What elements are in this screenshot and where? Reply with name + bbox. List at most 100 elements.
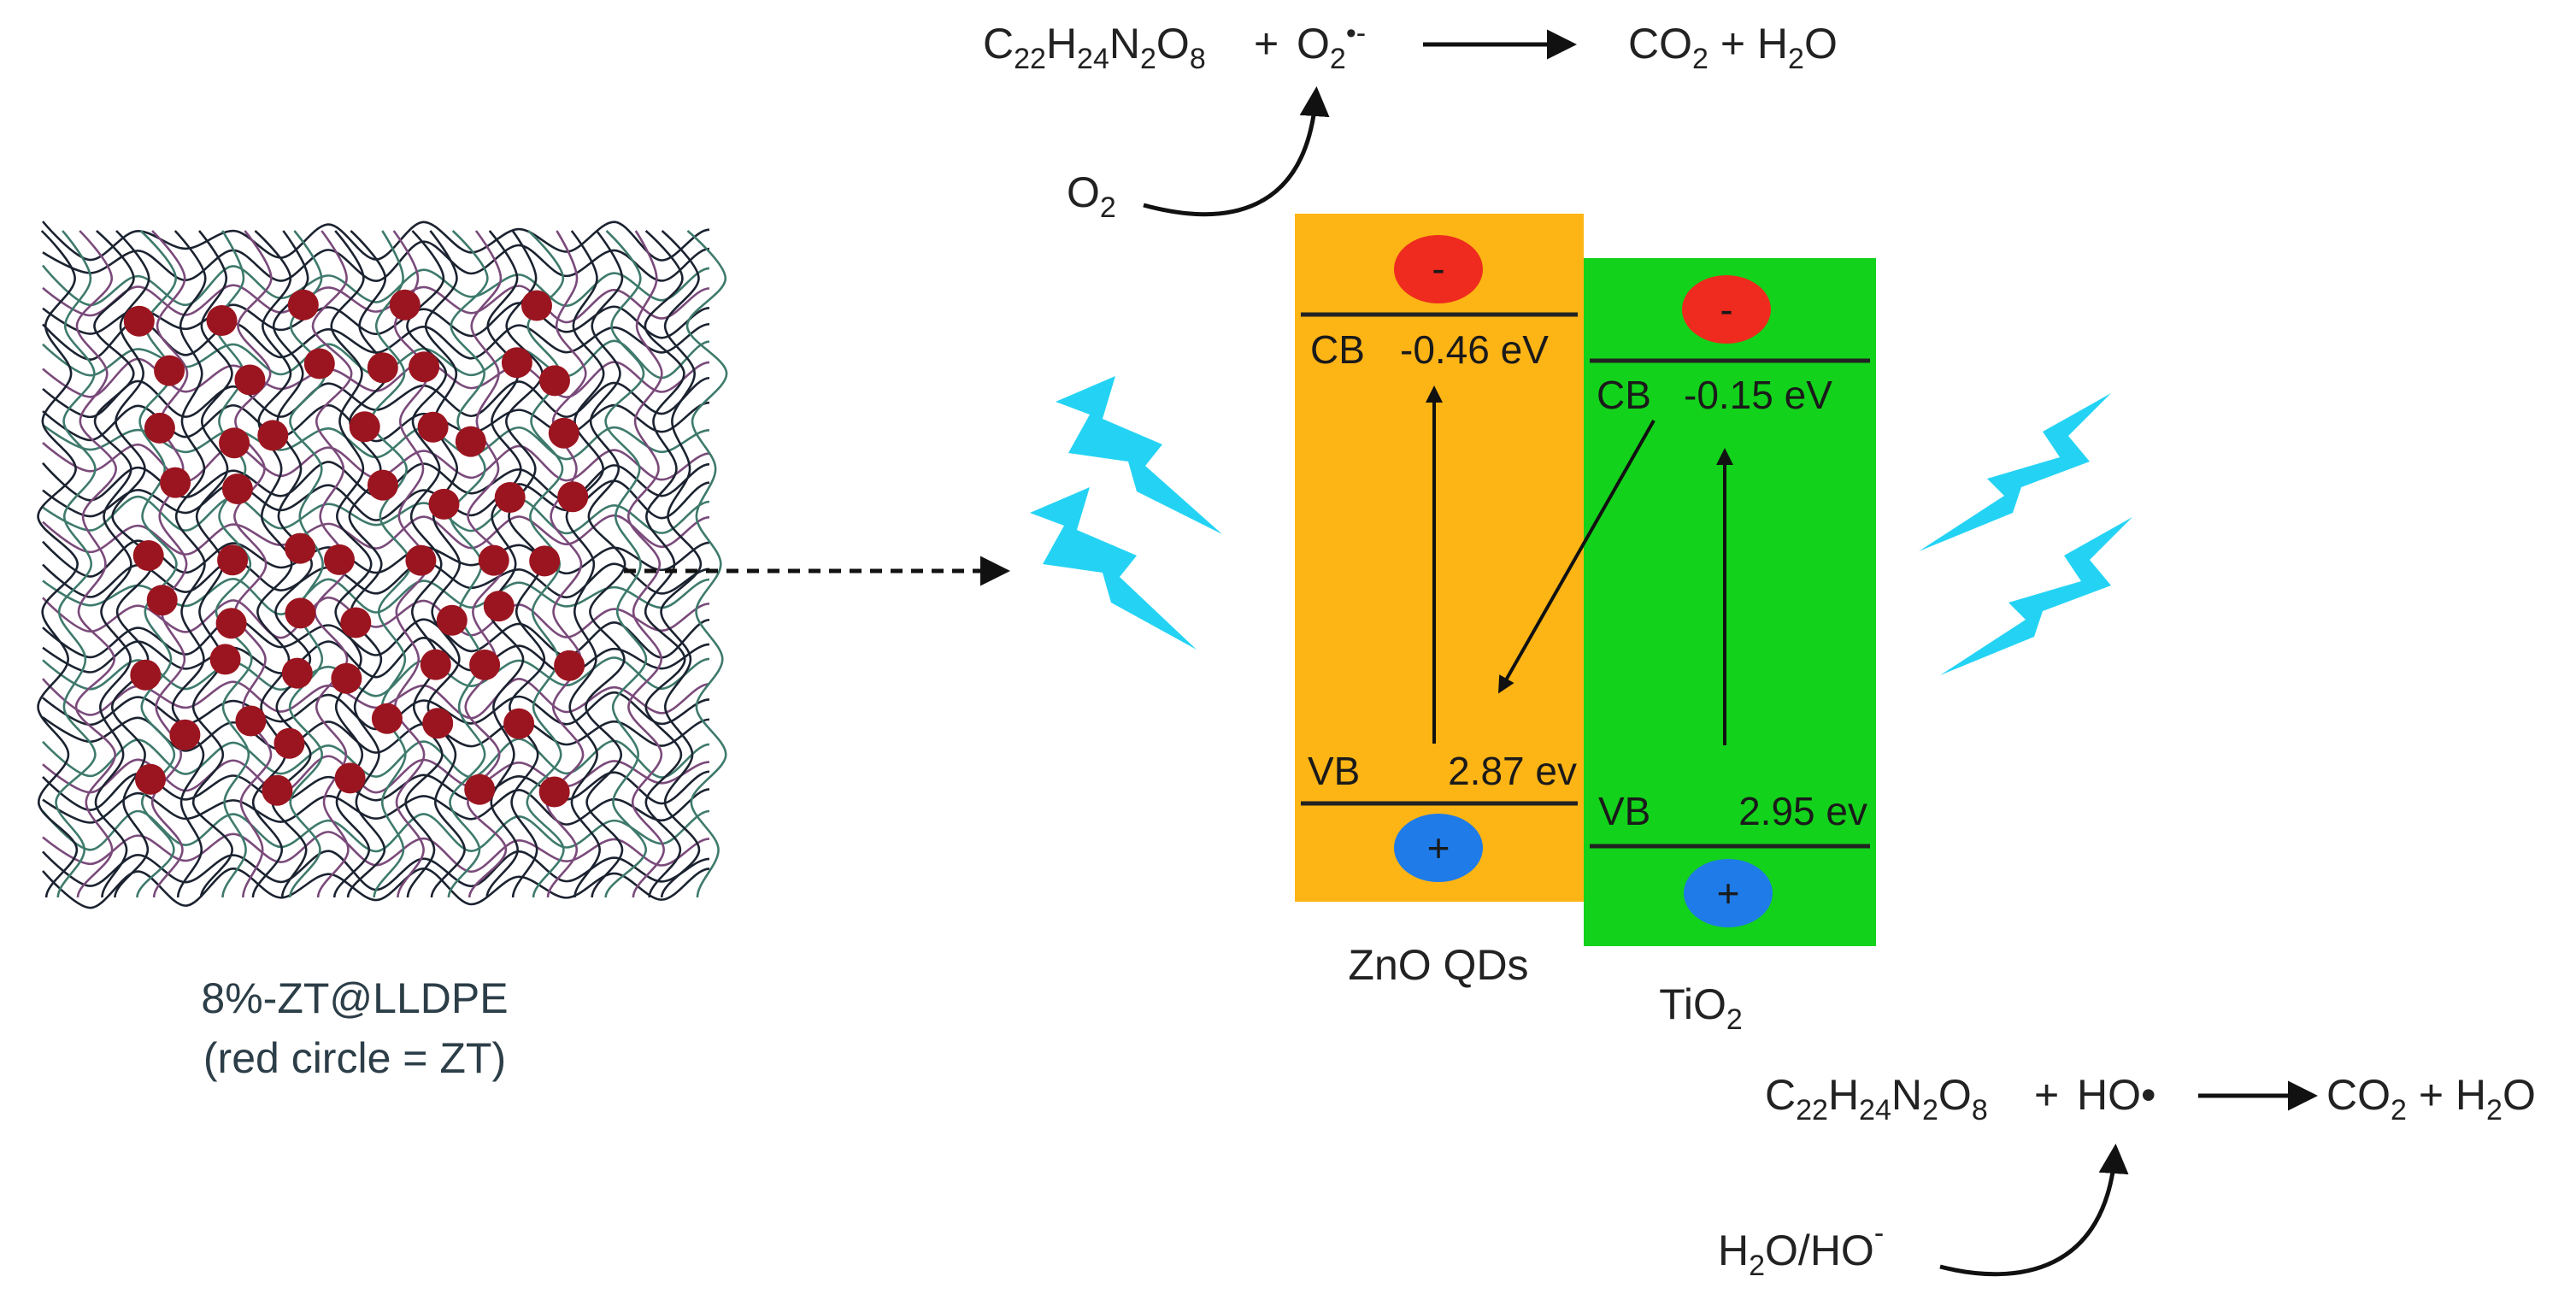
zno-band-block: - + CB -0.46 eV VB 2.87 ev [1295,214,1584,902]
bottom-products: CO2 + H2O [2326,1071,2536,1126]
polymer-strand [74,230,118,898]
polymer-strand [626,230,666,898]
water-curved-arrow [1939,1144,2129,1277]
zt-particle [281,657,313,689]
tio2-electron-sign: - [1720,287,1732,332]
polymer-strand [55,230,97,898]
zno-vb-value: 2.87 ev [1448,749,1577,793]
zt-particle [123,305,155,337]
zt-particle [215,608,247,639]
polymer-strand [42,616,710,659]
zt-particle [371,703,403,734]
zt-particle [436,604,468,636]
polymer-strand [42,678,710,720]
zt-particle [501,347,532,379]
zno-label: ZnO QDs [1348,941,1528,989]
zt-particle [334,762,366,794]
zt-particle [285,597,316,629]
zt-particle [135,763,166,795]
zt-particle [287,289,319,321]
polymer-strand [330,230,373,898]
polymer-strand [346,230,389,898]
zt-particle [420,649,451,680]
zt-particle [340,607,372,638]
zt-particle [503,708,535,739]
zno-hole-sign: + [1427,826,1450,870]
charge-transfer-arrow [1498,420,1656,694]
zt-particle [478,544,509,576]
zt-particle [538,776,570,808]
polymer-strand [685,230,728,898]
zt-particle [206,305,238,336]
tio2-cb-value: -0.15 eV [1684,373,1832,417]
superoxide-radical: O2•- [1297,17,1366,75]
polymer-strand [585,230,626,898]
zt-particle [422,708,454,739]
zt-particle [146,585,178,616]
polymer-strand [93,230,135,898]
zt-particle [464,774,496,805]
zt-particle [262,774,293,806]
zt-particle [469,649,501,680]
polymer-strand [37,230,79,898]
zt-particle [235,705,267,737]
zt-particle [389,289,421,321]
zt-particle [160,467,191,498]
lightning-bolt-icon [1919,393,2132,675]
polymer-strand [565,230,605,898]
polymer-strand [251,230,293,898]
electron-icon [1682,275,1771,344]
zt-particles [123,289,589,808]
zt-particle [273,727,305,759]
polymer-strand [288,230,326,898]
tio2-vb-label: VB [1598,789,1650,833]
polymer-strand [171,230,207,898]
top-plus: + [1254,20,1279,68]
zt-particle [285,532,316,564]
zno-cb-value: -0.46 eV [1400,327,1549,372]
hole-icon [1394,814,1483,882]
zt-particle [428,488,460,520]
polymer-strand [42,867,710,909]
polymer-strand [42,284,710,324]
tio2-hole-sign: + [1717,871,1740,915]
zt-particle [144,412,175,444]
hydroxyl-radical: HO• [2077,1071,2156,1119]
polymer-strand [41,264,710,308]
polymer-strand [42,738,710,779]
zt-particle [405,544,437,576]
polymer-strand [604,230,648,898]
tio2-band-block: - + CB -0.15 eV VB 2.95 ev [1584,258,1876,946]
zt-particle [349,411,380,443]
lightning-bolt-icon [1030,376,1222,650]
oxygen-curved-arrow [1143,86,1330,217]
zt-particle [455,426,486,457]
polymer-strand [42,596,710,639]
polymer-strand [233,230,273,898]
polymer-strand [42,559,710,599]
zt-particle [209,644,241,675]
zt-particle [221,474,253,504]
zt-particle [217,544,249,576]
polymer-strand [42,240,710,283]
polymer-strand [404,230,448,898]
zt-particle [557,481,589,513]
zt-particle [548,417,579,449]
zno-vb-label: VB [1308,749,1360,793]
film-name: 8%-ZT@LLDPE [201,974,508,1022]
zt-particle [554,650,585,681]
zt-particle [154,355,185,386]
top-reactant: C22H24N2O8 [983,20,1206,75]
film-legend: (red circle = ZT) [203,1034,506,1082]
polymer-strand [485,230,525,898]
zt-particle [169,719,201,750]
zt-particle [367,352,398,384]
hole-icon [1684,859,1773,927]
zt-particle [331,662,362,694]
zt-particle [521,290,552,321]
water-source: H2O/HO- [1718,1217,1884,1282]
polymer-strand [660,230,703,898]
zt-particle [303,348,335,379]
